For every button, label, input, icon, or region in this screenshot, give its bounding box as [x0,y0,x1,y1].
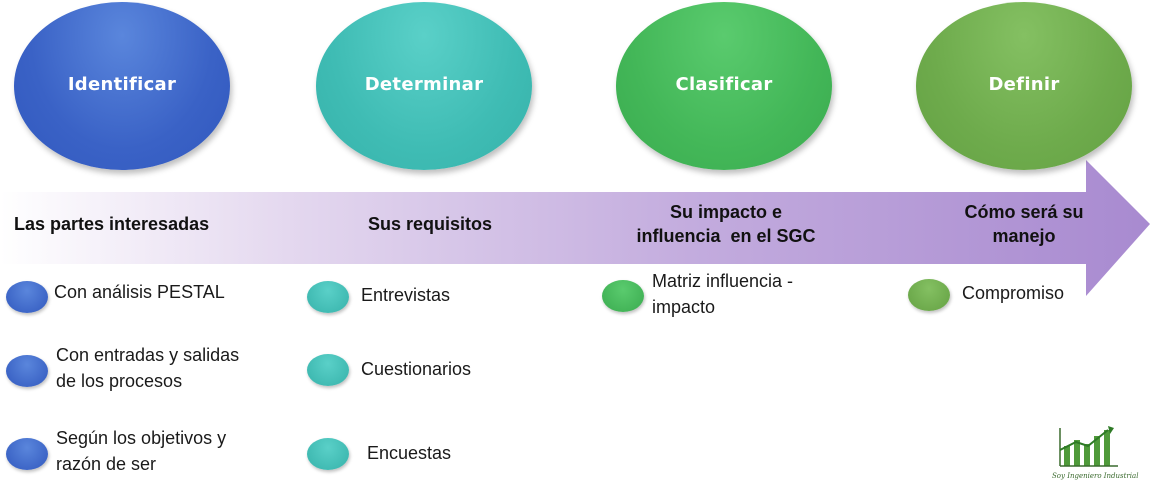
step-identificar-ellipse: Identificar [14,2,230,170]
list-item-text: impacto [652,297,716,317]
list-item-text: Con análisis PESTAL [54,282,225,302]
logo-caption: Soy Ingeniero Industrial [1052,472,1139,480]
bullet-dot [6,281,48,313]
step-definir-ellipse: Definir [916,2,1132,170]
heading-manejo: Cómo será su manejo [936,200,1112,248]
bullet-dot [307,281,349,313]
step-label: Determinar [364,73,484,95]
heading-requisitos: Sus requisitos [367,214,493,234]
heading-impacto: Su impacto e influencia en el SGC [606,200,846,248]
bullet-dot [307,354,349,386]
step-clasificar-ellipse: Clasificar [616,2,832,170]
list-item: Con entradas y salidas de los procesos [56,342,239,394]
heading-line: Cómo será su [964,202,1084,222]
step-label: Identificar [67,73,177,95]
list-item: Con análisis PESTAL [54,279,225,305]
heading-line: influencia en el SGC [636,226,816,246]
list-item-text: razón de ser [56,454,157,474]
step-label: Clasificar [675,73,773,95]
bullet-dot [908,279,950,311]
list-item: Encuestas [367,443,452,463]
list-item-text: de los procesos [56,371,183,391]
list-item: Compromiso [962,283,1065,303]
list-item-text: Matriz influencia - [652,271,794,291]
heading-partes-interesadas: Las partes interesadas [14,214,210,234]
step-label: Definir [988,73,1060,95]
rising-bar-chart-icon [1059,426,1118,467]
list-item-text: Con entradas y salidas [56,345,240,365]
heading-line: Su impacto e [669,202,783,222]
heading-line: manejo [992,226,1056,246]
list-item-text: Según los objetivos y [56,428,227,448]
bullet-dot [307,438,349,470]
list-item: Según los objetivos y razón de ser [56,425,226,477]
list-item: Entrevistas [361,285,451,305]
process-arrow [0,160,1150,296]
bullet-dot [602,280,644,312]
logo: Soy Ingeniero Industrial [1052,420,1139,486]
list-item: Cuestionarios [361,359,472,379]
list-item: Matriz influencia - impacto [652,268,793,320]
bullet-dot [6,355,48,387]
step-determinar-ellipse: Determinar [316,2,532,170]
bullet-dot [6,438,48,470]
